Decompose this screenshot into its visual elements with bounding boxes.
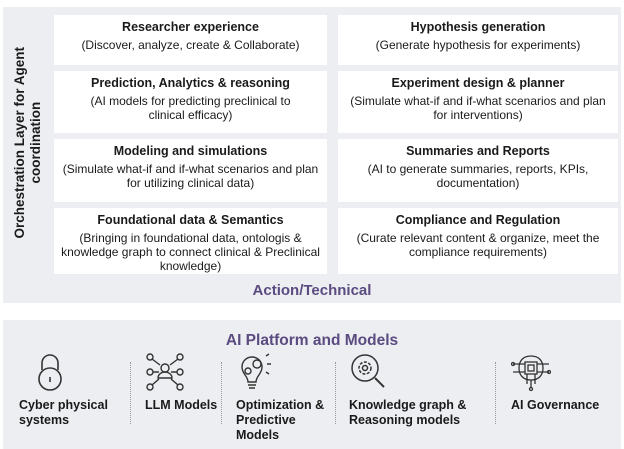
- box-desc: (Bringing in foundational data, ontologi…: [61, 231, 320, 273]
- box-title: Foundational data & Semantics: [97, 213, 284, 227]
- box-compliance-regulation: Compliance and Regulation (Curate relevan…: [338, 208, 618, 274]
- box-title: Researcher experience: [122, 20, 259, 34]
- orchestration-label-line1: Orchestration Layer for Agent: [12, 47, 27, 239]
- box-modeling-simulations: Modeling and simulations (Simulate what-i…: [54, 139, 327, 202]
- divider: [335, 362, 336, 424]
- divider: [495, 362, 496, 424]
- platform-item-optimization: Optimization & Predictive Models: [236, 352, 326, 443]
- box-desc: (Generate hypothesis for experiments): [375, 38, 581, 52]
- box-desc: (Discover, analyze, create & Collaborate…: [81, 38, 300, 52]
- box-title: Hypothesis generation: [410, 20, 546, 34]
- ai-platform-panel: AI Platform and Models Cyber physical sy…: [3, 320, 621, 449]
- box-desc: (Simulate what-if and if-what scenarios …: [350, 94, 606, 122]
- divider: [130, 362, 131, 424]
- gear-search-icon: [351, 354, 385, 388]
- platform-item-governance: AI Governance: [511, 352, 601, 413]
- box-foundational-data: Foundational data & Semantics (Bringing i…: [54, 208, 327, 274]
- platform-item-cyber: Cyber physical systems: [19, 352, 129, 428]
- platform-item-label: LLM Models: [145, 398, 218, 412]
- box-desc: (Curate relevant content & organize, mee…: [356, 231, 600, 259]
- platform-item-label: Cyber physical systems: [19, 398, 108, 427]
- ai-platform-title: AI Platform and Models: [225, 332, 399, 349]
- box-experiment-design: Experiment design & planner (Simulate wha…: [338, 71, 618, 133]
- box-title: Compliance and Regulation: [395, 213, 561, 227]
- box-desc: (AI models for predicting preclinical to…: [90, 94, 291, 122]
- divider: [221, 362, 222, 424]
- orchestration-label-line2: coordination: [28, 102, 43, 184]
- box-title: Summaries and Reports: [406, 144, 550, 158]
- box-prediction-analytics: Prediction, Analytics & reasoning (AI mod…: [54, 71, 327, 133]
- box-researcher-experience: Researcher experience (Discover, analyze,…: [54, 15, 327, 65]
- network-user-icon: [146, 353, 184, 391]
- platform-item-label: Knowledge graph & Reasoning models: [349, 398, 467, 427]
- action-technical-label: Action/Technical: [252, 282, 372, 299]
- box-hypothesis-generation: Hypothesis generation (Generate hypothesi…: [338, 15, 618, 65]
- platform-item-llm: LLM Models: [145, 352, 225, 413]
- chip-brain-icon: [511, 355, 551, 392]
- box-title: Modeling and simulations: [113, 144, 268, 158]
- box-desc: (Simulate what-if and if-what scenarios …: [62, 162, 319, 190]
- platform-item-label: AI Governance: [511, 398, 600, 412]
- box-desc: (AI to generate summaries, reports, KPIs…: [367, 162, 589, 190]
- platform-item-label: Optimization & Predictive Models: [236, 398, 325, 442]
- platform-item-knowledge: Knowledge graph & Reasoning models: [349, 352, 484, 428]
- box-title: Prediction, Analytics & reasoning: [91, 76, 290, 90]
- lightbulb-gear-icon: [241, 353, 271, 389]
- lock-icon: [38, 354, 62, 391]
- box-title: Experiment design & planner: [391, 76, 565, 90]
- box-summaries-reports: Summaries and Reports (AI to generate sum…: [338, 139, 618, 202]
